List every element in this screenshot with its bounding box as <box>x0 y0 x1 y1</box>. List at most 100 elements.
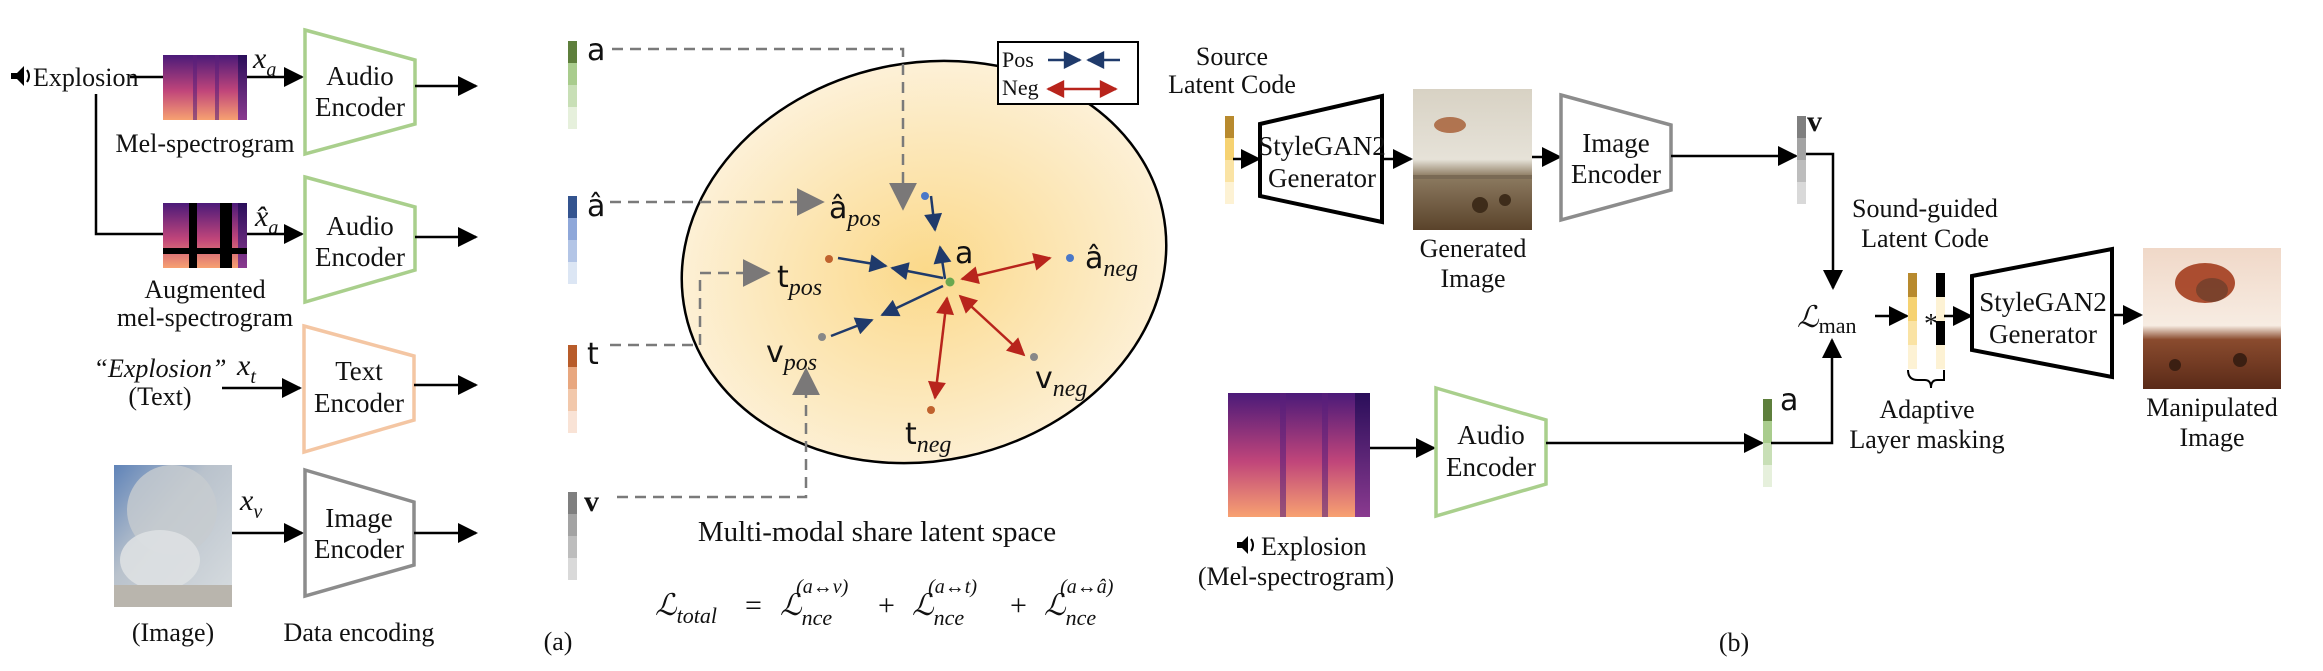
text-var: xt <box>236 349 256 388</box>
embedding-segment <box>568 41 577 63</box>
adaptive-masking-label-2: Layer masking <box>1849 425 2004 454</box>
loss-term-2: ℒnce(a↔t) <box>912 576 977 630</box>
embedding-segment <box>1797 160 1806 182</box>
embedding-segment <box>568 345 577 367</box>
loss-plus-2: + <box>1010 589 1027 622</box>
generated-image-caption-1: Generated <box>1420 234 1527 263</box>
encoder-label: Image <box>1582 128 1649 158</box>
encoder-label: Encoder <box>1571 159 1661 189</box>
embedding-a-b-label: a <box>1780 383 1798 418</box>
aug-mel-caption-line1: Augmented <box>144 275 265 304</box>
embedding-a-hat-label: â <box>587 189 605 224</box>
image-encoder: Image Encoder <box>303 467 416 599</box>
point-v-pos <box>818 333 826 341</box>
latent-space-ellipse <box>680 59 1168 465</box>
encoder-label: Image <box>325 503 392 533</box>
brace <box>1907 369 1945 389</box>
image-encoder-b: Image Encoder <box>1559 92 1673 223</box>
embedding-t <box>568 345 577 433</box>
stylegan2-generator-2: StyleGAN2 Generator <box>1970 246 2114 380</box>
encoder-label: Audio <box>326 61 394 91</box>
image-input-caption: (Image) <box>132 618 214 647</box>
label-t-neg: tneg <box>905 417 951 458</box>
arrow-v-to-loss <box>1806 152 1843 290</box>
point-t-neg <box>927 406 935 414</box>
embedding-a <box>568 41 577 129</box>
label-t-pos: tpos <box>777 260 822 301</box>
data-encoding-label: Data encoding <box>284 618 435 647</box>
neg-arrow-v <box>958 294 1026 357</box>
dashed-v-to-v-pos <box>617 367 820 499</box>
embedding-segment <box>1225 182 1234 204</box>
pos-arrow-a-to-v <box>880 284 944 317</box>
manipulated-image-caption-1: Manipulated <box>2146 393 2277 422</box>
embedding-segment <box>1225 116 1234 138</box>
positive-pairs <box>830 195 952 338</box>
embedding-segment <box>568 389 577 411</box>
stylegan2-generator-1: StyleGAN2 Generator <box>1258 93 1386 225</box>
encoder-label: Audio <box>1457 420 1525 450</box>
encoder-label: Text <box>335 356 383 386</box>
embedding-segment <box>1797 182 1806 204</box>
anchor-label: a <box>955 236 973 271</box>
loss-term-3: ℒnce(a↔â) <box>1044 576 1114 630</box>
generator-label: StyleGAN2 <box>1258 131 1386 161</box>
speaker-icon <box>1237 536 1254 554</box>
audio-encoder-b: Audio Encoder <box>1434 385 1548 519</box>
embedding-segment <box>1936 297 1945 321</box>
embedding-segment <box>568 63 577 85</box>
embedding-segment <box>1908 273 1917 297</box>
embedding-segment <box>1936 321 1945 345</box>
mel-spectrogram-image <box>163 55 247 120</box>
embedding-segment <box>568 85 577 107</box>
total-loss-equation: ℒtotal = ℒnce(a↔v) + ℒnce(a↔t) + ℒnce(a↔… <box>655 576 1114 630</box>
legend: Pos Neg <box>997 41 1139 105</box>
arrow-a-to-loss <box>1771 338 1842 445</box>
dashed-a-to-anchor <box>612 47 917 211</box>
pos-arrow-a-to-a-hat <box>933 245 952 280</box>
embedding-segment <box>1763 421 1772 443</box>
loss-lhs: ℒtotal <box>655 589 717 628</box>
embedding-segment <box>568 107 577 129</box>
loss-equals: = <box>745 589 762 622</box>
image-var: xv <box>239 484 262 523</box>
panel-b: Source Latent Code StyleGAN2 Generator G… <box>1168 42 2281 657</box>
embedding-segment <box>568 240 577 262</box>
mel-caption: Mel-spectrogram <box>115 129 294 158</box>
embedding-segment <box>1908 297 1917 321</box>
encoder-label: Encoder <box>315 92 405 122</box>
mel-spectrogram-image-b <box>1228 393 1370 517</box>
dashed-t-to-t-pos <box>610 259 771 347</box>
source-latent-code-bar <box>1225 116 1234 204</box>
legend-neg-label: Neg <box>1002 75 1039 100</box>
panel-a: Explosion Mel-spectrogram xa Augmented m… <box>11 27 1168 656</box>
embedding-segment <box>1797 138 1806 160</box>
neg-arrow-t <box>927 296 955 400</box>
embedding-segment <box>1936 273 1945 297</box>
audio-input-b-caption: (Mel-spectrogram) <box>1198 562 1394 591</box>
embedding-segment <box>568 367 577 389</box>
embedding-segment <box>1908 321 1917 345</box>
embedding-segment <box>568 558 577 580</box>
neg-arrow-a-hat <box>960 253 1052 284</box>
latent-space-title: Multi-modal share latent space <box>698 516 1056 548</box>
generator-label: Generator <box>1268 163 1376 193</box>
point-v-neg <box>1030 353 1038 361</box>
embedding-segment <box>1225 160 1234 182</box>
embedding-segment <box>568 492 577 514</box>
mask-multiply-operator: * <box>1924 309 1938 340</box>
legend-pos-label: Pos <box>1002 47 1034 72</box>
embedding-segment <box>568 196 577 218</box>
embedding-segment <box>568 218 577 240</box>
arrow-explosion-to-aug-mel <box>94 94 194 244</box>
point-a-hat-neg <box>1066 254 1074 262</box>
negative-pairs <box>927 253 1052 400</box>
augmented-mel-spectrogram-image <box>163 203 247 268</box>
speaker-icon <box>11 66 30 86</box>
embedding-v-b <box>1797 116 1806 204</box>
text-input-quote: “Explosion” <box>94 354 227 383</box>
loss-plus-1: + <box>878 589 895 622</box>
audio-encoder-1: Audio Encoder <box>303 27 417 157</box>
generator-label: Generator <box>1989 319 2097 349</box>
embedding-t-label: t <box>587 337 599 372</box>
